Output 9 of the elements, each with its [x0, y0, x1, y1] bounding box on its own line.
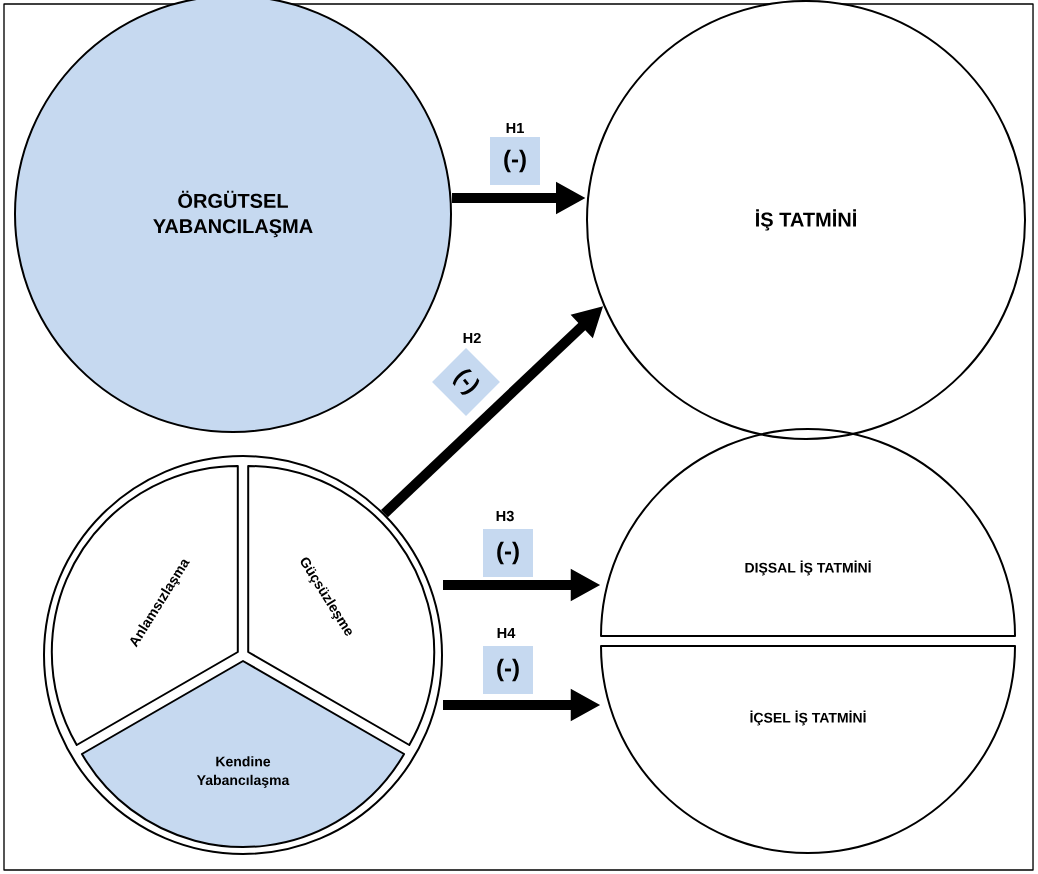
pie-circle: [43, 455, 443, 855]
pie-sector: Kendine Yabancılaşma: [80, 660, 406, 849]
hypothesis-label: H4: [497, 627, 516, 639]
edge-label: (-): [490, 137, 540, 185]
edge-label: (-): [483, 529, 533, 577]
edge-label: (-): [432, 348, 500, 416]
hypothesis-label: H3: [496, 510, 514, 522]
hypothesis-label: H1: [506, 122, 524, 134]
edge-label: (-): [483, 646, 533, 694]
